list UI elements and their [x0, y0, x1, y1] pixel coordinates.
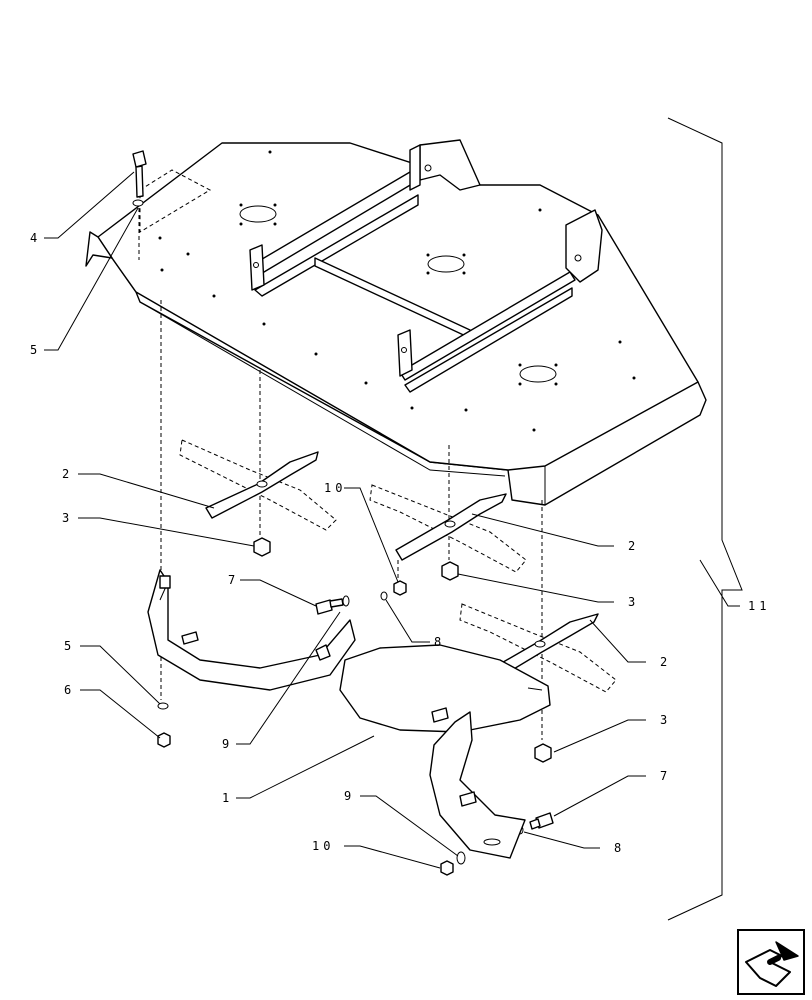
- callout-2-center: 2: [628, 539, 635, 553]
- shield-bands: [147, 569, 551, 859]
- callout-6: 6: [64, 683, 71, 697]
- bolt-4: [132, 150, 147, 260]
- callout-9-bottom: 9: [344, 789, 351, 803]
- callout-1: 1: [222, 791, 229, 805]
- blade-left: [179, 439, 337, 531]
- callout-3-right: 3: [660, 713, 667, 727]
- next-page-arrow-icon[interactable]: [737, 929, 805, 995]
- leader-lines: [44, 171, 740, 869]
- callout-labels: 4 5 2 3 7 5 6 9 1 10 8 2 3 11 2 3 7 8 9 …: [30, 231, 770, 855]
- mower-deck: [85, 139, 707, 506]
- callout-8-bottom: 8: [614, 841, 621, 855]
- callout-10-bottom: 10: [312, 839, 334, 853]
- callout-3-left: 3: [62, 511, 69, 525]
- callout-4: 4: [30, 231, 37, 245]
- small-bolts: [315, 598, 554, 830]
- callout-2-right: 2: [660, 655, 667, 669]
- callout-5-bottom: 5: [64, 639, 71, 653]
- callout-3-center: 3: [628, 595, 635, 609]
- blade-center: [369, 484, 527, 573]
- callout-11: 11: [748, 599, 770, 613]
- callout-8-top: 8: [434, 635, 441, 649]
- assembly-bracket: [667, 117, 743, 921]
- callout-7-left: 7: [228, 573, 235, 587]
- nuts: [157, 537, 552, 876]
- callout-10-top: 10: [324, 481, 346, 495]
- callout-2-left: 2: [62, 467, 69, 481]
- callout-5-top: 5: [30, 343, 37, 357]
- callout-7-right: 7: [660, 769, 667, 783]
- callout-9-left: 9: [222, 737, 229, 751]
